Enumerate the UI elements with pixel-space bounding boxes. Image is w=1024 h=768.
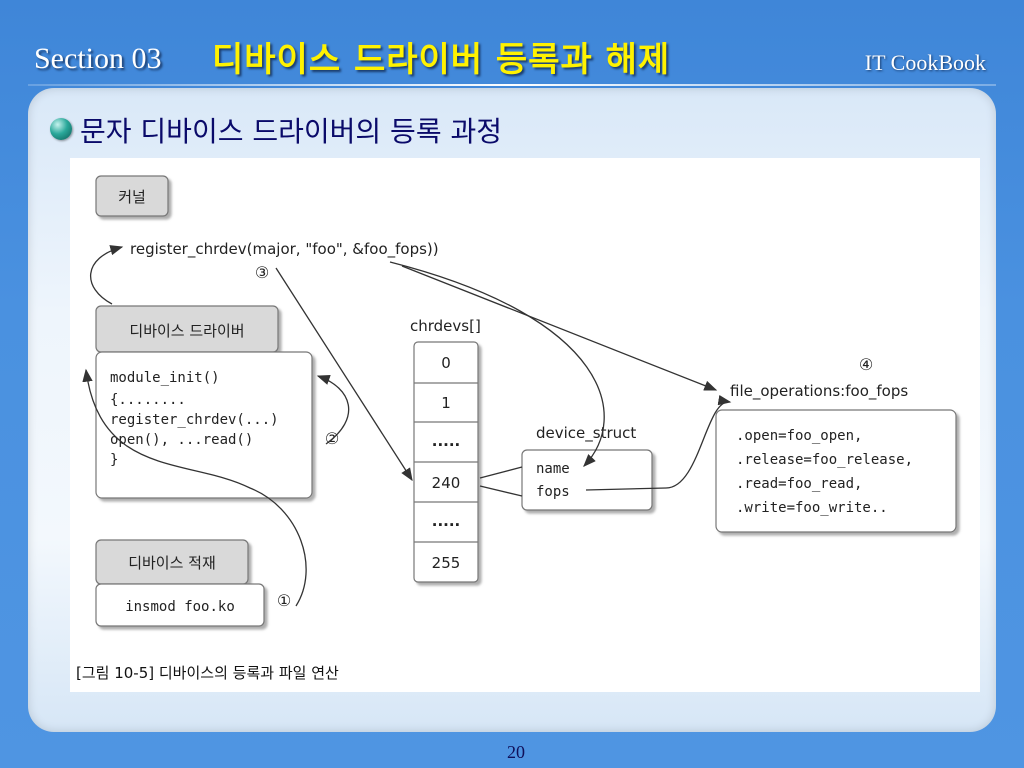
device-struct-field: fops	[536, 484, 570, 500]
arrow-insmod-to-init	[82, 368, 307, 607]
fops-field: .write=foo_write..	[736, 500, 888, 516]
slide-subtitle: 문자 디바이스 드라이버의 등록 과정	[80, 115, 503, 148]
fops-box: .open=foo_open, .release=foo_release, .r…	[715, 409, 957, 533]
arrow-register-to-chrdevs	[275, 267, 413, 482]
fops-field: .open=foo_open,	[736, 428, 862, 444]
fops-field: .release=foo_release,	[736, 452, 913, 468]
figure-caption: [그림 10-5] 디바이스의 등록과 파일 연산	[76, 664, 339, 682]
fops-field: .read=foo_read,	[736, 476, 862, 492]
chrdevs-cell: 255	[432, 554, 461, 572]
device-struct-box: name fops	[521, 449, 653, 511]
chrdevs-cell: .....	[432, 512, 461, 530]
insmod-box: insmod foo.ko	[95, 583, 265, 627]
insmod-command: insmod foo.ko	[125, 599, 235, 615]
step-marker-1: ①	[277, 591, 291, 610]
arrow-fops-to-ops	[585, 394, 732, 491]
load-box: 디바이스 적재	[95, 539, 249, 585]
section-title: 디바이스 드라이버 등록과 해제	[212, 40, 671, 80]
section-label: Section 03	[34, 42, 162, 75]
step-marker-4: ④	[859, 355, 873, 374]
chrdevs-cell: .....	[432, 432, 461, 450]
driver-code-line: register_chrdev(...)	[110, 412, 279, 428]
arrow-chrdevs-to-struct-fops	[479, 485, 523, 497]
load-label: 디바이스 적재	[128, 554, 216, 572]
driver-code-line: open(), ...read()	[110, 432, 253, 448]
device-struct-label: device_struct	[536, 424, 636, 443]
kernel-box: 커널	[95, 175, 169, 217]
driver-label: 디바이스 드라이버	[129, 322, 244, 340]
arrow-register-to-open	[316, 374, 350, 445]
driver-code-line: {........	[110, 392, 186, 408]
title-underline	[28, 84, 996, 86]
driver-code-line: module_init()	[110, 370, 220, 386]
chrdevs-cell: 1	[441, 394, 451, 412]
slide-header: Section 03 디바이스 드라이버 등록과 해제 IT CookBook	[0, 0, 1024, 90]
brand-label: IT CookBook	[864, 50, 986, 75]
chrdevs-array	[413, 341, 479, 583]
registration-diagram: 커널 register_chrdev(major, "foo", &foo_fo…	[76, 175, 957, 682]
arrow-chrdevs-to-struct-name	[479, 466, 523, 479]
register-call-label: register_chrdev(major, "foo", &foo_fops)…	[130, 240, 439, 259]
driver-code-line: }	[110, 452, 118, 468]
bullet-sphere-icon	[50, 118, 72, 140]
chrdevs-label: chrdevs[]	[410, 317, 481, 335]
step-marker-3: ③	[255, 263, 269, 282]
figure-area: 커널 register_chrdev(major, "foo", &foo_fo…	[70, 158, 980, 692]
driver-code-box: module_init() {........ register_chrdev(…	[95, 351, 313, 499]
chrdevs-cell: 0	[441, 354, 451, 372]
arrow-register-to-fops	[401, 265, 718, 391]
device-struct-field: name	[536, 461, 570, 477]
kernel-label: 커널	[118, 188, 146, 206]
arrow-driver-to-kernel	[89, 245, 124, 305]
chrdevs-cell: 240	[432, 474, 461, 492]
page-number: 20	[507, 742, 525, 762]
arrow-register-to-name	[389, 261, 605, 467]
fops-label: file_operations:foo_fops	[730, 382, 908, 401]
diagram-arrows	[82, 245, 732, 607]
driver-box: 디바이스 드라이버	[95, 305, 279, 353]
